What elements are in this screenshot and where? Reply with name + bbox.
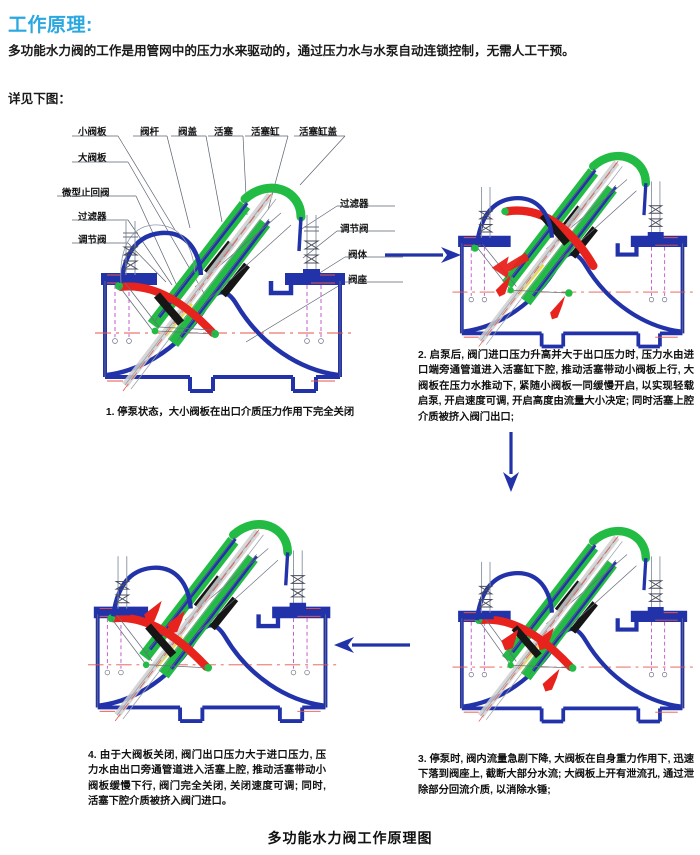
panel-4-valve-diagram-closing [88,492,340,730]
left-filter-regulator-stack [122,221,139,282]
right-filter-regulator-stack [303,215,320,276]
valve-stem-shape [114,524,264,722]
left-filter-regulator-stack [477,186,494,245]
flow-arrows-red [491,252,566,320]
arrow-left-3-to-4 [330,635,410,660]
label-filter-right: 过滤器 [340,199,369,210]
right-filter-regulator-stack [647,181,664,239]
bypass-piping [111,565,281,629]
caption-step-3: 3. 停泵时, 阀内流量急剧下降, 大阀板在自身重力作用下, 迅速下落到阀座上,… [418,754,694,796]
label-large-valve-plate: 大阀板 [78,153,107,164]
panel-1-valve-diagram-closed [95,155,355,400]
label-piston-cyl-cover: 活塞缸盖 [299,127,338,138]
see-below-text: 详见下图： [8,92,71,106]
large-valve-plate-closing [107,613,213,672]
label-regulating-valve-right: 调节阀 [340,224,369,235]
flow-arrows-red [144,600,185,634]
label-valve-stem: 阀杆 [140,127,160,138]
arrow-right-1-to-2 [385,245,465,270]
bypass-piping [118,224,294,296]
label-filter-left: 过滤器 [78,212,107,223]
left-filter-regulator-stack [477,561,494,620]
large-valve-plate-falling [474,615,577,672]
valve-stem-shape [478,531,623,722]
caption-step-1: 1. 停泵状态，大小阀板在出口介质压力作用下完全关闭 [105,407,355,418]
intro-paragraph: 多功能水力阀的工作是用管网中的压力水来驱动的，通过压力水与水泵自动连锁控制，无需… [8,44,575,58]
label-valve-body: 阀体 [348,250,368,261]
figure-title: 多功能水力阀工作原理图 [267,830,433,846]
flow-arrows-red [501,627,560,692]
right-filter-regulator-stack [289,550,307,610]
label-piston-cylinder: 活塞缸 [251,127,280,138]
page-title: 工作原理: [8,15,93,36]
label-small-valve-plate: 小阀板 [78,127,107,138]
label-micro-check-valve: 微型止回阀 [62,188,110,199]
right-filter-regulator-stack [647,556,664,614]
label-regulating-valve-left: 调节阀 [78,235,107,246]
left-filter-regulator-stack [114,556,131,616]
caption-step-2: 2. 启泵后, 阀门进口压力升高并大于出口压力时, 压力水由进口端旁通管道进入活… [418,350,694,423]
bypass-piping [474,196,639,257]
label-valve-bonnet: 阀盖 [178,127,198,138]
bypass-piping [474,571,639,632]
arrow-down-2-to-3 [500,432,522,499]
label-valve-seat: 阀座 [348,275,368,286]
label-piston: 活塞 [214,127,234,138]
large-valve-plate-closed [115,282,219,338]
caption-step-4: 4. 由于大阀板关闭, 阀门出口压力大于进口压力, 压力水由出口旁通管道进入活塞… [88,750,326,808]
valve-stem-shape [122,188,277,392]
panel-3-valve-diagram-falling [452,500,697,730]
panel-2-valve-diagram-open [452,125,697,355]
valve-stem-shape [478,156,623,347]
